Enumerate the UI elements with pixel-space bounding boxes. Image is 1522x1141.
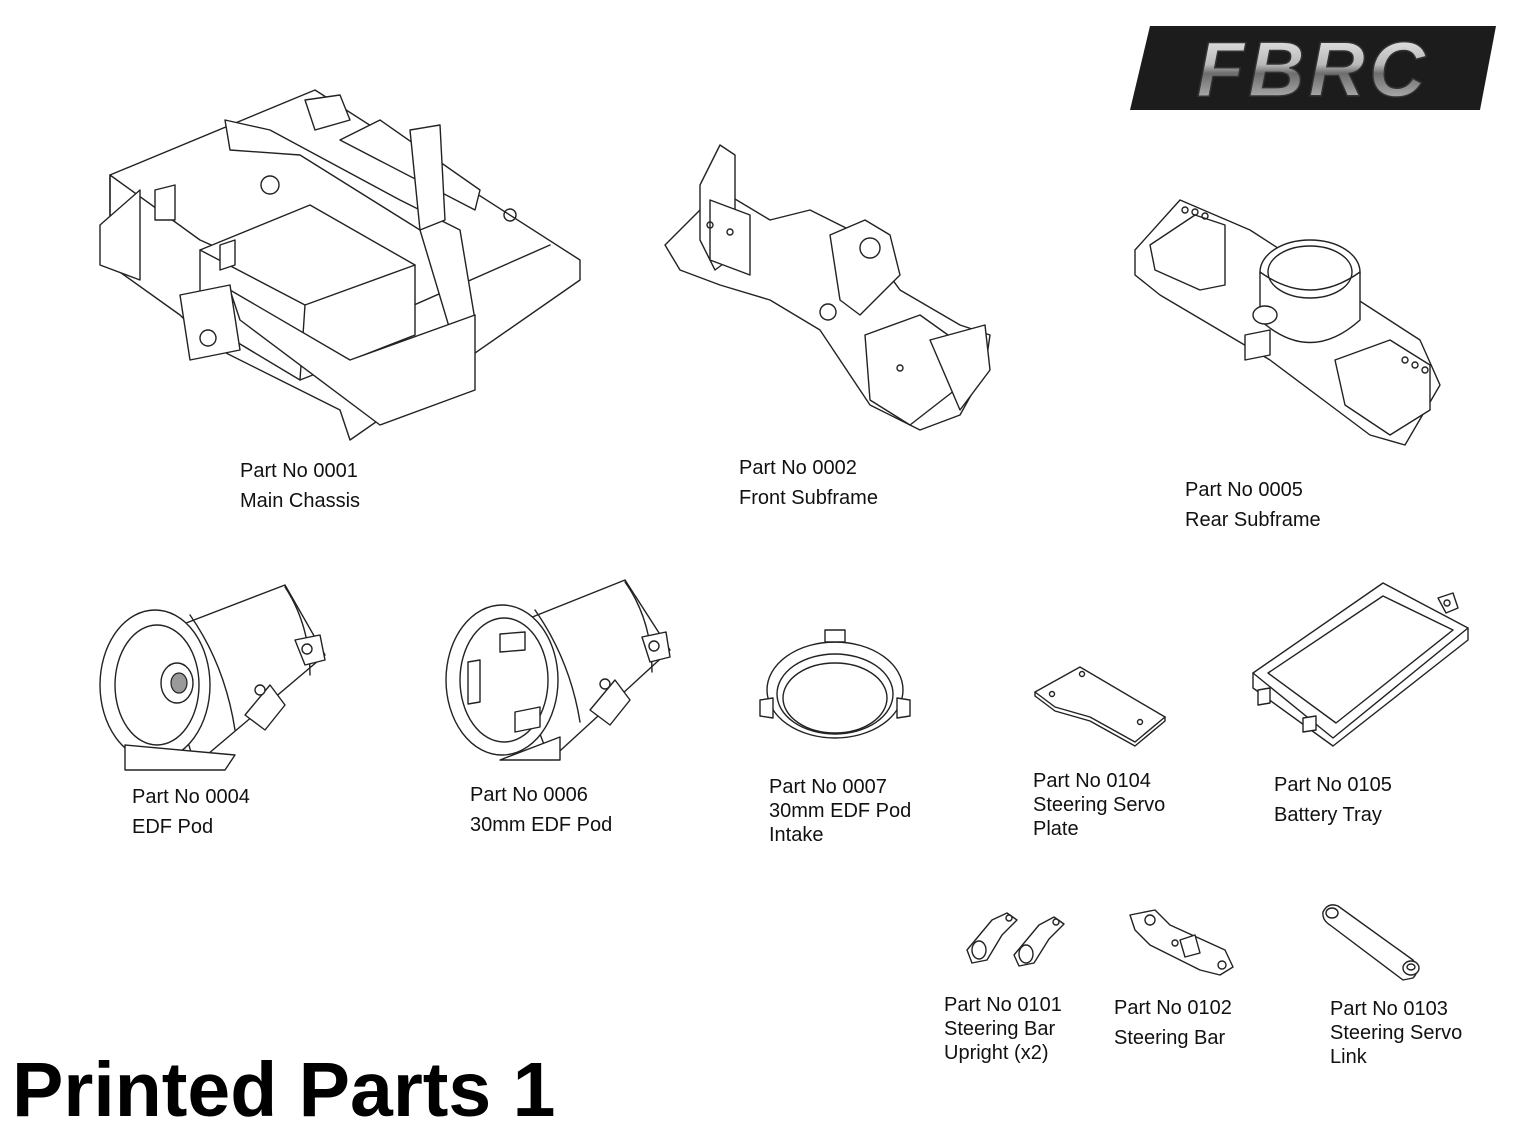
30mm-edf-pod-drawing <box>445 579 671 761</box>
part-name-line2: Plate <box>1033 818 1079 840</box>
rear-subframe-drawing <box>1134 199 1441 446</box>
part-name-line1: Steering Servo <box>1033 794 1166 816</box>
part-name: Battery Tray <box>1274 804 1382 826</box>
part-name: 30mm EDF Pod <box>470 814 613 836</box>
battery-tray-drawing <box>1252 582 1469 747</box>
steering-bar-upright-drawing <box>966 912 1065 967</box>
part-number: Part No 0002 <box>739 457 857 479</box>
part-number: Part No 0102 <box>1114 997 1232 1019</box>
steering-servo-plate-drawing <box>1034 666 1166 747</box>
steering-bar-drawing <box>1129 909 1234 976</box>
part-number: Part No 0103 <box>1330 998 1448 1020</box>
part-name: Rear Subframe <box>1185 509 1321 531</box>
part-name-line2: Upright (x2) <box>944 1042 1049 1064</box>
steering-servo-link-drawing <box>1322 904 1420 981</box>
part-number: Part No 0101 <box>944 994 1062 1016</box>
part-name-line1: 30mm EDF Pod <box>769 800 912 822</box>
edf-pod-intake-drawing <box>759 629 911 739</box>
front-subframe-drawing <box>664 144 991 431</box>
part-number: Part No 0005 <box>1185 479 1303 501</box>
logo-text: FBRC <box>1197 25 1430 112</box>
part-number: Part No 0004 <box>132 786 250 808</box>
part-name: Steering Bar <box>1114 1027 1226 1049</box>
part-number: Part No 0007 <box>769 776 887 798</box>
part-name-line1: Steering Bar <box>944 1018 1056 1040</box>
part-name-line2: Intake <box>769 824 824 846</box>
part-name-line2: Link <box>1330 1046 1367 1068</box>
part-number: Part No 0104 <box>1033 770 1151 792</box>
part-name: Front Subframe <box>739 487 878 509</box>
edf-pod-drawing <box>99 584 326 771</box>
fbrc-logo: FBRC <box>1130 24 1496 112</box>
part-number: Part No 0105 <box>1274 774 1392 796</box>
part-number: Part No 0006 <box>470 784 588 806</box>
part-name: EDF Pod <box>132 816 214 838</box>
page-title: Printed Parts 1 <box>12 1047 556 1133</box>
part-name-line1: Steering Servo <box>1330 1022 1463 1044</box>
part-name: Main Chassis <box>240 490 361 512</box>
part-number: Part No 0001 <box>240 460 358 482</box>
main-chassis-drawing <box>99 89 581 441</box>
